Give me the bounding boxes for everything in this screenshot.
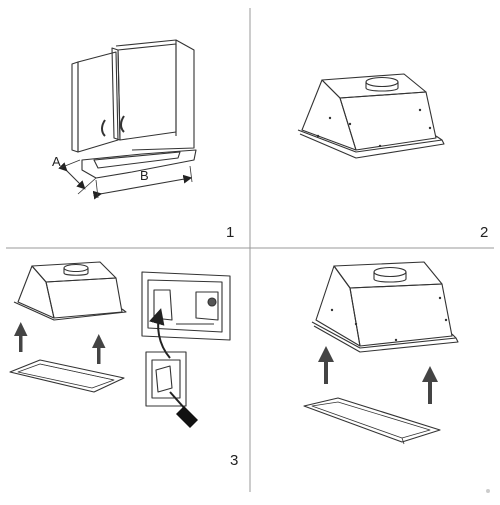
watermark-dot	[486, 489, 490, 493]
up-arrows-left	[14, 322, 106, 364]
hood-flange	[299, 133, 445, 159]
hood-top	[333, 261, 443, 289]
door-handle	[101, 119, 106, 137]
panel-3-install-figure	[9, 261, 127, 393]
duct-collar	[373, 266, 407, 278]
panel-number-3: 3	[230, 452, 239, 469]
dimension-b-label: B	[140, 168, 149, 183]
grease-filter	[9, 359, 125, 393]
screwdriver-icon	[169, 391, 198, 428]
hood-front-face	[339, 91, 437, 151]
panel-1-cabinet-figure	[58, 39, 197, 200]
up-arrows-right	[318, 346, 438, 404]
dimension-a-line	[58, 162, 86, 190]
panel-4-hood-figure	[303, 261, 459, 445]
panel-2-hood-figure	[297, 73, 445, 159]
hood-front-face	[349, 283, 453, 347]
panel-number-1: 1	[226, 224, 235, 241]
curved-arrow	[149, 308, 171, 359]
grease-filter	[303, 397, 441, 443]
cabinet-body	[115, 39, 195, 151]
panel-number-2: 2	[480, 224, 489, 241]
dimension-b-line	[92, 174, 193, 200]
hood-front-face	[45, 277, 123, 319]
dimension-a-label: A	[52, 154, 61, 169]
cabinet-right-door	[117, 43, 177, 141]
door-handle	[120, 115, 125, 133]
cabinet-interior-view	[141, 271, 231, 341]
duct-collar	[365, 76, 399, 88]
screw-detail	[145, 351, 187, 407]
